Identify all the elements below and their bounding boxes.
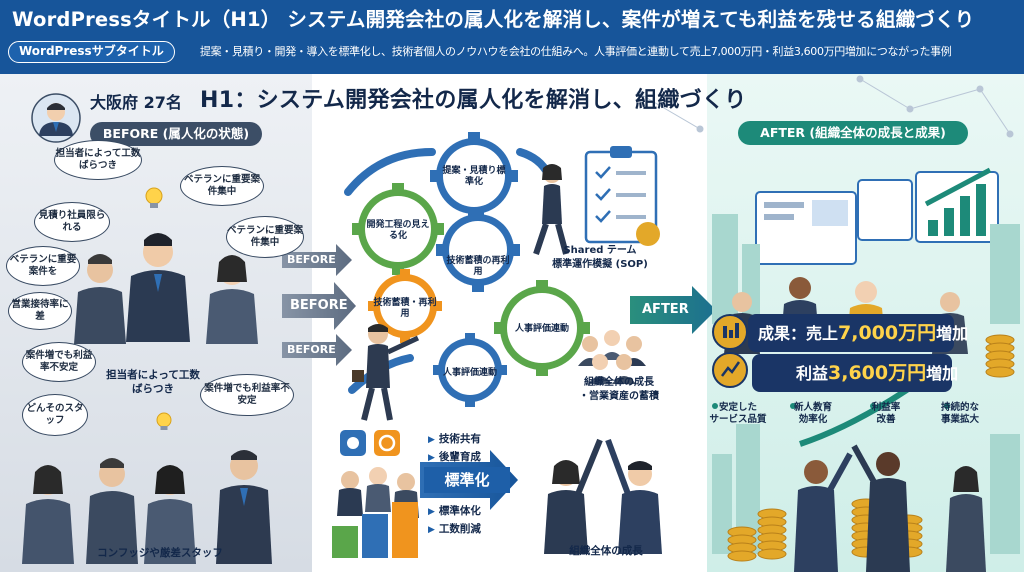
after-arrow-label: AFTER [642, 302, 689, 317]
bullet-text: 技術共有 [438, 433, 481, 445]
bullet-text: 後輩育成 [438, 451, 481, 463]
standardization-banner: 標準化 [424, 467, 510, 493]
profit-result-box: 利益3,600万円増加 [752, 354, 958, 392]
thought-bubble: 担当者によって工数ばらつき [54, 140, 142, 180]
bottom-caption: 組織全体の成長 [569, 545, 643, 557]
gear-label: 技術蓄積の再利用 [446, 256, 510, 277]
subtitle-badge: WordPressサブタイトル [8, 41, 175, 63]
after-item: 持続的な 事業拡大 [940, 402, 979, 425]
team-group [578, 330, 646, 384]
before-arrow [282, 334, 352, 366]
gear-label: 提案・見積り標準化 [442, 166, 506, 187]
gear-label: 開発工程の見える化 [366, 220, 430, 241]
running-person [533, 164, 569, 255]
bullet-item: ▶標準体化 [428, 505, 481, 517]
high-five-people [544, 438, 662, 554]
company-location: 大阪府 27名 [90, 93, 182, 112]
sales-value: 7,000万円 [838, 322, 937, 344]
before-arrows [282, 244, 356, 366]
thought-bubble: 見積り社員限られる [34, 202, 110, 242]
thought-bubble: ベテランに重要案件集中 [226, 216, 304, 258]
sales-suffix: 増加 [936, 324, 969, 343]
gear-label: 人事評価連動 [514, 324, 569, 334]
result-medal-icon [712, 314, 748, 350]
header-banner: WordPressタイトル（H1） システム開発会社の属人化を解消し、案件が増え… [0, 0, 1024, 74]
after-item: 新人教育 効率化 [793, 402, 832, 425]
thought-bubble: ベテランに重要案件集中 [180, 166, 264, 206]
profit-label: 利益 [796, 364, 829, 383]
bullet-text: 標準体化 [438, 505, 481, 517]
before-caption: 担当者によって工数ばらつき [106, 369, 200, 395]
thought-bubble: ベテランに重要案件を [6, 246, 80, 286]
sop-caption: Shared テーム 標準運作模擬 (SOP) [552, 245, 648, 270]
gear-cluster [352, 132, 590, 407]
gear-label: 技術蓄積・再利用 [373, 298, 437, 319]
page-title: WordPressタイトル（H1） システム開発会社の属人化を解消し、案件が増え… [12, 8, 975, 31]
before-bottom-caption: コンフッジや厳差スタッフ [97, 547, 223, 559]
profit-result-text: 利益3,600万円増加 [796, 354, 958, 393]
clipboard-icon [584, 146, 660, 246]
bar-chart-icon [332, 502, 418, 558]
before-arrow [282, 282, 356, 330]
before-arrow-label: BEFORE [287, 253, 336, 266]
sales-result-text: 成果：売上7,000万円増加 [758, 314, 968, 353]
before-arrow [282, 244, 352, 276]
after-bottom-people [794, 444, 986, 572]
infographic: H1：システム開発会社の属人化を解消し、組織づくり 大阪府 27名 BEFORE… [0, 74, 1024, 572]
thought-bubble: 案件増でも利益率不安定 [22, 342, 96, 382]
after-item: 利益率 改善 [871, 402, 901, 425]
bullet-item: ▶技術共有 [428, 433, 481, 445]
header-description: 提案・見積り・開発・導入を標準化し、技術者個人のノウハウを会社の仕組みへ。人事評… [200, 45, 952, 58]
after-item: 安定した サービス品質 [709, 402, 767, 425]
thought-bubble: 営業接待率に差 [8, 292, 72, 330]
before-arrow-label: BEFORE [290, 298, 348, 313]
bullet-item: ▶後輩育成 [428, 451, 481, 463]
avatar [31, 93, 81, 143]
network-decoration [636, 75, 1014, 138]
before-arrow-label: BEFORE [287, 343, 336, 356]
main-heading: H1：システム開発会社の属人化を解消し、組織づくり [200, 88, 747, 113]
profit-value: 3,600万円 [828, 362, 927, 384]
thought-bubble: どんそのスタッフ [22, 394, 88, 436]
walking-person [352, 324, 420, 421]
infographic-scene [0, 74, 1024, 572]
after-dashboards [755, 167, 999, 265]
before-people [22, 187, 272, 564]
share-icons [340, 430, 400, 456]
thought-bubble: 案件増でも利益率不安定 [200, 374, 294, 416]
sales-result-box: 成果：売上7,000万円増加 [748, 314, 968, 352]
result-medal-icon [712, 352, 748, 388]
profit-suffix: 増加 [926, 364, 959, 383]
bullet-item: ▶工数削減 [428, 523, 481, 535]
after-label: AFTER (組織全体の成長と成果) [738, 121, 968, 145]
bullet-text: 工数削減 [438, 523, 481, 535]
gear-label: 人事評価連動 [442, 368, 497, 378]
after-arrow [630, 286, 716, 334]
growth-caption: 組織全体の成長 ・営業資産の蓄積 [579, 377, 659, 402]
sales-label: 成果：売上 [758, 324, 839, 343]
